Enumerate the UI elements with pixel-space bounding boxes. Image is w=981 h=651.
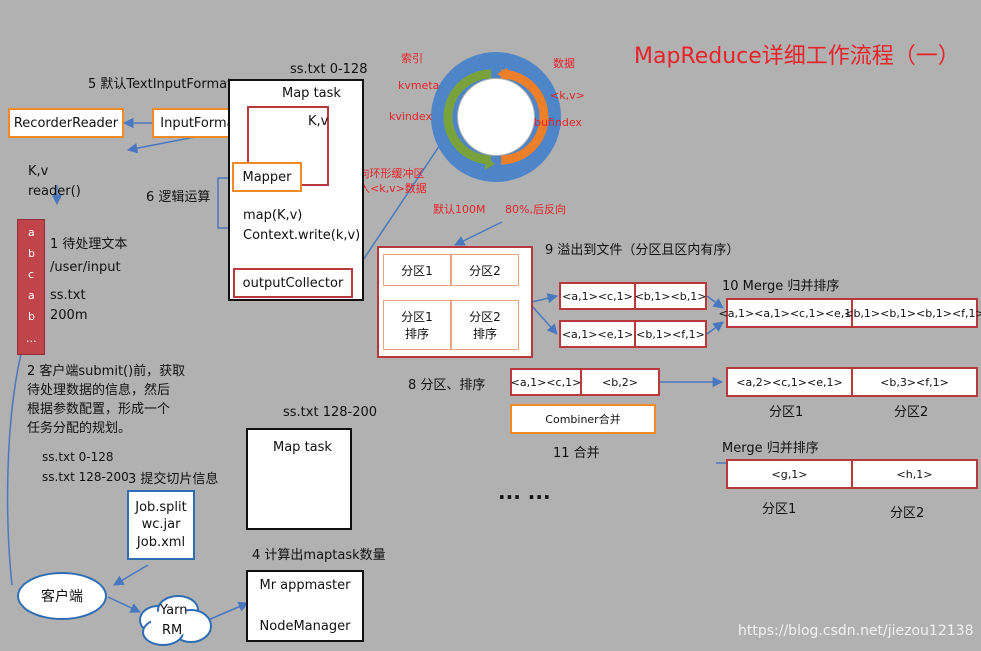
appmaster-box: Mr appmaster NodeManager [246, 570, 364, 642]
step10-label: 10 Merge 归并排序 [722, 279, 840, 294]
merge2-label: Merge 归并排序 [722, 441, 819, 456]
watermark: https://blog.csdn.net/jiezou12138 [738, 623, 974, 639]
maptask-box-2 [246, 428, 352, 530]
split-line-1: ss.txt 0-128 [42, 450, 114, 464]
step1-line4: 200m [50, 308, 88, 323]
recorder-reader-box: RecorderReader [8, 108, 124, 138]
spill2-part1: <a,1><e,1> [559, 320, 636, 348]
step2-line4: 任务分配的规划。 [27, 421, 132, 436]
step4-label: 4 计算出maptask数量 [252, 548, 386, 563]
file-stack: a b c a b ... [17, 219, 45, 355]
split-1-label: ss.txt 0-128 [290, 62, 368, 77]
region-3-label: 分区1 [762, 502, 797, 517]
region-1-label: 分区1 [769, 405, 804, 420]
maptask-title-2: Map task [273, 440, 332, 455]
ring-kvmeta-label: kvmeta [398, 79, 440, 92]
step2-line2: 待处理数据的信息，然后 [27, 383, 171, 398]
map-call-label: map(K,v) [243, 208, 303, 223]
job-split-file: Job.split [135, 499, 187, 515]
file-char-4: a [28, 289, 35, 302]
ring-bufindex-label: bufindex [534, 116, 582, 129]
step2-line3: 根据参数配置，形成一个 [27, 402, 171, 417]
context-write-label: Context.write(k,v) [243, 228, 361, 243]
page-title: MapReduce详细工作流程（一） [634, 44, 960, 69]
partition-2-cell: 分区2 [451, 254, 519, 286]
node-manager-label: NodeManager [259, 619, 351, 634]
file-char-3: c [28, 268, 35, 281]
step7-line2: 写入<k,v>数据 [348, 182, 427, 195]
spill1-part2: <b,1><b,1> [634, 282, 707, 310]
partition-1-cell: 分区1 [383, 254, 451, 286]
step11-label: 11 合并 [553, 446, 600, 461]
combined-in-part2: <b,2> [580, 368, 660, 396]
step6-label: 6 逻辑运算 [146, 190, 211, 205]
partition-1-sort-line1: 分区1 [401, 310, 433, 324]
ellipsis-dots: ... ... [498, 480, 551, 504]
merge2-part2: <h,1> [851, 459, 978, 489]
mr-appmaster-label: Mr appmaster [259, 578, 351, 593]
step3-label: 3 提交切片信息 [128, 472, 219, 487]
merge2-part1: <g,1> [726, 459, 853, 489]
kv-label: K,v [28, 164, 49, 179]
step5-label: 5 默认TextInputFormat [88, 77, 233, 92]
rm-label: RM [162, 623, 183, 638]
partition-2-sort-cell: 分区2 排序 [451, 300, 519, 350]
region-4-label: 分区2 [890, 506, 925, 521]
spill2-part2: <b,1><f,1> [634, 320, 707, 348]
ring-buffer-graphic [431, 52, 561, 182]
partition-2-sort-line2: 排序 [472, 327, 497, 341]
split-2-label: ss.txt 128-200 [283, 405, 378, 420]
partition-1-sort-cell: 分区1 排序 [383, 300, 451, 350]
partition-2-sort-line1: 分区2 [469, 310, 501, 324]
yarn-label: Yarn [160, 603, 188, 618]
step1-line1: 1 待处理文本 [50, 237, 128, 252]
combined-out-part2: <b,3><f,1> [851, 367, 978, 397]
maptask-kv-label: K,v [308, 114, 329, 129]
ring-kv-label: <k,v> [550, 89, 585, 102]
step2-line1: 2 客户端submit()前，获取 [27, 364, 186, 379]
file-char-5: b [28, 310, 35, 323]
step9-label: 9 溢出到文件（分区且区内有序） [545, 243, 740, 258]
combined-in-part1: <a,1><c,1> [510, 368, 582, 396]
partition-1-sort-line2: 排序 [404, 327, 429, 341]
maptask-title-1: Map task [282, 86, 341, 101]
step1-line2: /user/input [50, 260, 121, 275]
region-2-label: 分区2 [894, 405, 929, 420]
ring-size-label: 默认100M [433, 203, 486, 216]
file-char-1: a [28, 226, 35, 239]
ring-reverse-label: 80%,后反向 [505, 203, 566, 216]
step8-label: 8 分区、排序 [408, 378, 486, 393]
client-ellipse: 客户端 [17, 572, 107, 620]
yarn-cloud [139, 595, 212, 646]
split-line-2: ss.txt 128-200 [42, 470, 129, 484]
wc-jar-file: wc.jar [141, 517, 181, 533]
merged-part1: <a,1><a,1><c,1><e,1> [719, 298, 861, 328]
job-files-box: Job.split wc.jar Job.xml [127, 490, 195, 560]
spill1-part1: <a,1><c,1> [559, 282, 636, 310]
reader-label: reader() [28, 184, 81, 199]
mapper-box: Mapper [232, 162, 302, 192]
merged-part2: <b,1><b,1><b,1><f,1> [844, 298, 981, 328]
ring-data-label: 数据 [553, 57, 575, 70]
step7-line1: 7 向环形缓冲区 [348, 167, 425, 180]
job-xml-file: Job.xml [136, 534, 186, 550]
combined-out-part1: <a,2><c,1><e,1> [726, 367, 853, 397]
ring-kvindex-label: kvindex [389, 110, 432, 123]
ring-index-label: 索引 [401, 52, 423, 65]
step1-line3: ss.txt [50, 288, 86, 303]
combiner-box: Combiner合并 [510, 404, 656, 434]
file-char-2: b [28, 247, 35, 260]
ring-buffer [431, 52, 561, 182]
file-char-6: ... [26, 332, 37, 345]
output-collector-box: outputCollector [233, 268, 353, 298]
